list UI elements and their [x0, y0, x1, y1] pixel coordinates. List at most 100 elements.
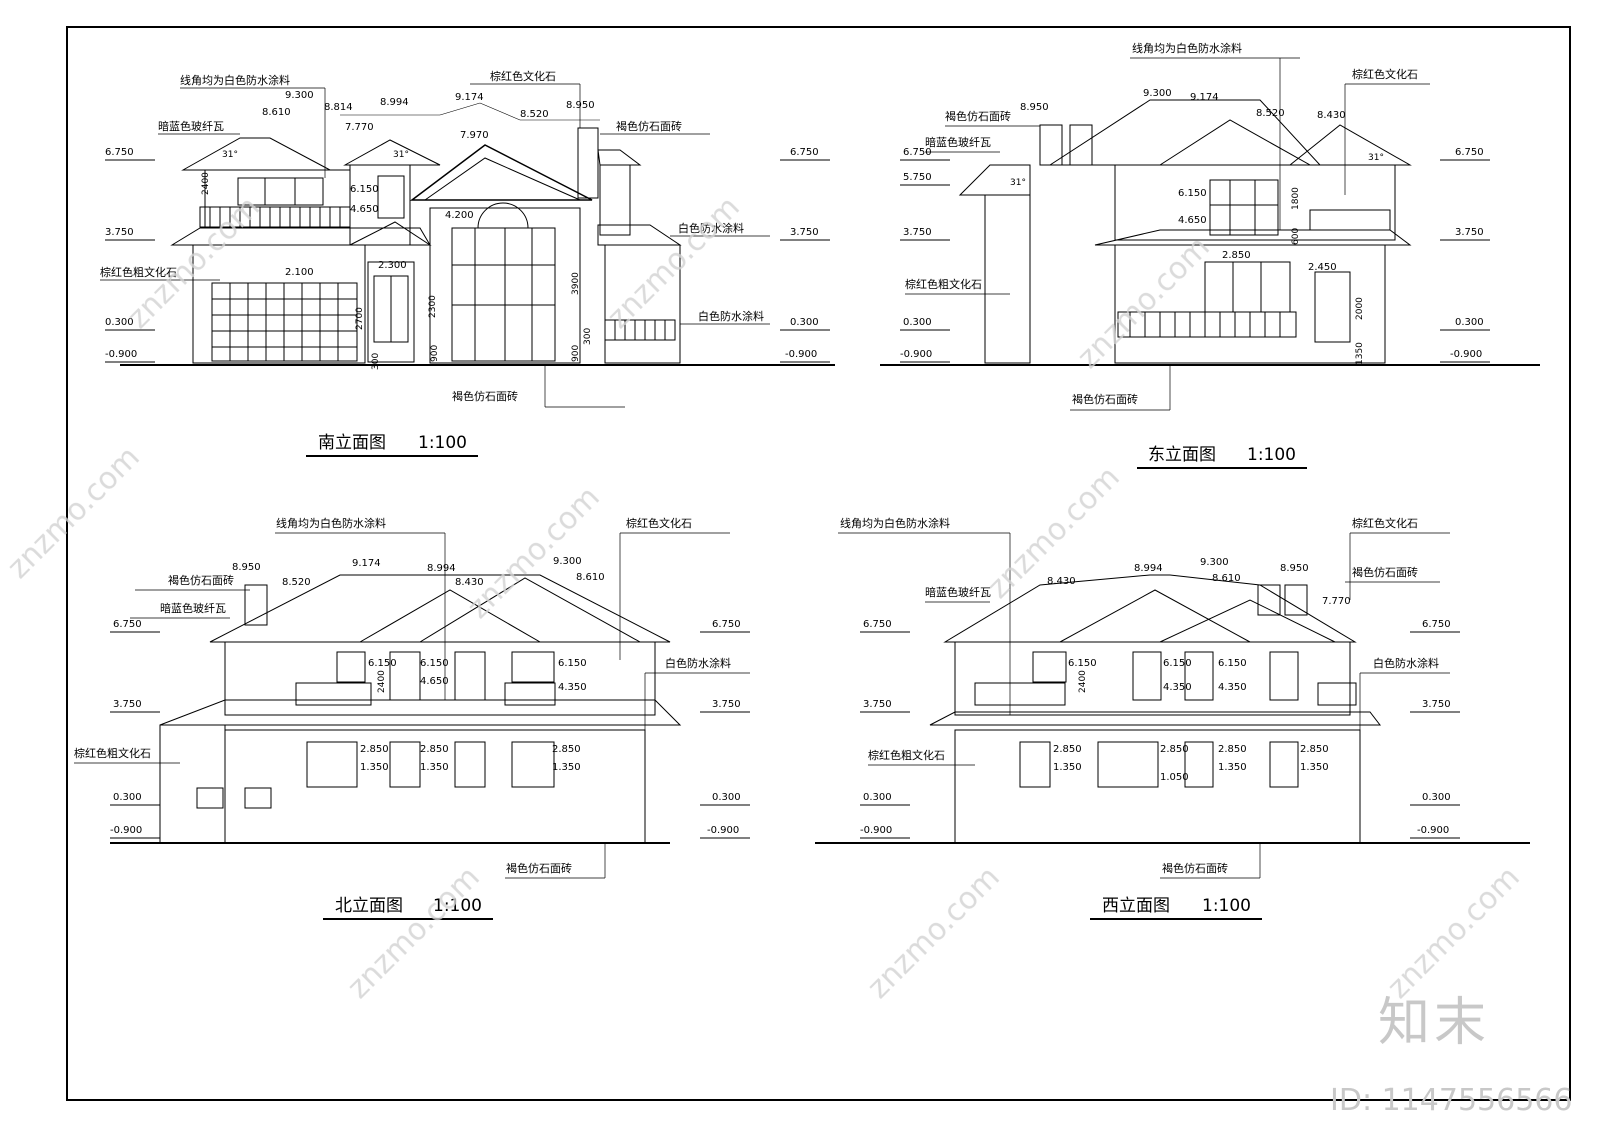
svg-text:8.520: 8.520: [1256, 108, 1285, 119]
svg-text:棕红色粗文化石: 棕红色粗文化石: [74, 746, 151, 760]
svg-text:3900: 3900: [571, 272, 581, 295]
svg-text:8.430: 8.430: [1317, 110, 1346, 121]
arched-window: [477, 202, 529, 229]
north-elevation: 6.750 3.750 0.300 -0.900 6.750 3.750 0.3…: [74, 516, 750, 920]
svg-text:褐色仿石面砖: 褐色仿石面砖: [506, 861, 572, 875]
svg-text:-0.900: -0.900: [1450, 349, 1482, 360]
svg-text:褐色仿石面砖: 褐色仿石面砖: [1352, 565, 1418, 579]
balcony-left: [295, 682, 372, 706]
svg-text:9.174: 9.174: [1190, 92, 1219, 103]
svg-text:线角均为白色防水涂料: 线角均为白色防水涂料: [1132, 41, 1242, 55]
view-title: 南立面图: [318, 433, 386, 453]
svg-text:900: 900: [430, 345, 440, 362]
east-elevation: 6.750 5.750 3.750 0.300 -0.900 6.750 3.7…: [880, 41, 1540, 469]
svg-text:8.610: 8.610: [576, 572, 605, 583]
svg-text:6.150: 6.150: [420, 658, 449, 669]
svg-text:2.850: 2.850: [1053, 744, 1082, 755]
side-wall: [984, 194, 1031, 364]
side-stair-wall: [159, 724, 226, 844]
right-wing: [604, 244, 681, 364]
svg-text:8.814: 8.814: [324, 102, 353, 113]
svg-text:2.100: 2.100: [285, 267, 314, 278]
id-watermark: ID: 1147556566: [1330, 1083, 1573, 1118]
side-door: [1314, 271, 1351, 343]
svg-text:5.750: 5.750: [903, 172, 932, 183]
svg-text:3.750: 3.750: [113, 699, 142, 710]
svg-text:7.770: 7.770: [1322, 596, 1351, 607]
svg-text:0.300: 0.300: [712, 792, 741, 803]
svg-text:8.994: 8.994: [1134, 563, 1163, 574]
lower-windows: [1019, 741, 1299, 788]
svg-text:3.750: 3.750: [863, 699, 892, 710]
svg-text:6.750: 6.750: [105, 147, 134, 158]
balcony-left: [974, 682, 1066, 706]
svg-text:0.300: 0.300: [903, 317, 932, 328]
svg-text:1.350: 1.350: [1053, 762, 1082, 773]
svg-text:znzmo.com: znzmo.com: [1, 440, 147, 586]
svg-text:8.430: 8.430: [455, 577, 484, 588]
view-title: 西立面图: [1102, 896, 1170, 916]
svg-text:6.750: 6.750: [903, 147, 932, 158]
svg-text:3.750: 3.750: [712, 699, 741, 710]
view-scale: 1:100: [1247, 445, 1296, 465]
main-roof: [943, 574, 1357, 643]
svg-text:4.650: 4.650: [1178, 215, 1207, 226]
svg-text:0.300: 0.300: [113, 792, 142, 803]
svg-text:6.150: 6.150: [1068, 658, 1097, 669]
svg-text:0.300: 0.300: [1455, 317, 1484, 328]
top-elevations: 9.300 8.610 8.814 7.770 8.994 9.174 7.97…: [262, 90, 600, 141]
svg-text:褐色仿石面砖: 褐色仿石面砖: [452, 389, 518, 403]
top-elevations: 8.950 9.300 9.174 8.520 8.430: [1020, 88, 1346, 121]
svg-text:白色防水涂料: 白色防水涂料: [665, 656, 731, 670]
svg-text:31°: 31°: [1368, 153, 1384, 163]
svg-text:褐色仿石面砖: 褐色仿石面砖: [1072, 392, 1138, 406]
svg-text:6.150: 6.150: [558, 658, 587, 669]
chimney-1: [1257, 584, 1281, 616]
svg-text:棕红色文化石: 棕红色文化石: [626, 516, 692, 530]
view-scale: 1:100: [1202, 896, 1251, 916]
svg-text:2400: 2400: [1078, 670, 1088, 693]
svg-text:线角均为白色防水涂料: 线角均为白色防水涂料: [840, 516, 950, 530]
inner-elevations: 6.150 6.150 6.150 4.350 4.350 2.850 2.85…: [1053, 658, 1329, 783]
balcony-right: [1317, 682, 1357, 706]
svg-text:3.750: 3.750: [790, 227, 819, 238]
watermark-text: znzmo.com: [121, 190, 267, 336]
svg-text:褐色仿石面砖: 褐色仿石面砖: [945, 109, 1011, 123]
svg-text:8.430: 8.430: [1047, 576, 1076, 587]
svg-text:棕红色粗文化石: 棕红色粗文化石: [905, 277, 982, 291]
svg-text:2700: 2700: [355, 307, 365, 330]
svg-text:6.150: 6.150: [368, 658, 397, 669]
svg-text:7.970: 7.970: [460, 130, 489, 141]
svg-text:2.850: 2.850: [1300, 744, 1329, 755]
garage-door-panels: [212, 283, 357, 361]
svg-text:8.610: 8.610: [1212, 573, 1241, 584]
west-elevation: 6.750 3.750 0.300 -0.900 6.750 3.750 0.3…: [815, 516, 1530, 920]
svg-text:0.300: 0.300: [105, 317, 134, 328]
svg-text:9.300: 9.300: [1200, 557, 1229, 568]
svg-text:4.650: 4.650: [350, 204, 379, 215]
svg-text:2.850: 2.850: [1222, 250, 1251, 261]
entry-gable: [409, 144, 593, 201]
level-markers-right: 6.750 3.750 0.300 -0.900: [1410, 619, 1460, 839]
svg-text:白色防水涂料: 白色防水涂料: [1373, 656, 1439, 670]
chimney-2: [1284, 584, 1308, 616]
second-floor: [224, 641, 656, 716]
svg-text:6.750: 6.750: [790, 147, 819, 158]
inner-elevations: 6.150 4.650 4.200 2.100 2.300: [285, 184, 474, 278]
svg-text:31°: 31°: [222, 150, 238, 160]
svg-text:棕红色文化石: 棕红色文化石: [490, 69, 556, 83]
material-notes: 线角均为白色防水涂料 暗蓝色玻纤瓦 棕红色文化石 褐色仿石面砖 白色防水涂料 棕…: [838, 516, 1450, 879]
svg-text:-0.900: -0.900: [900, 349, 932, 360]
svg-text:1.350: 1.350: [1218, 762, 1247, 773]
view-scale: 1:100: [433, 896, 482, 916]
svg-text:褐色仿石面砖: 褐色仿石面砖: [616, 119, 682, 133]
svg-text:9.300: 9.300: [553, 556, 582, 567]
upper-windows: [1032, 651, 1299, 701]
svg-text:31°: 31°: [393, 150, 409, 160]
main-roof: [209, 574, 671, 643]
material-notes: 线角均为白色防水涂料 褐色仿石面砖 暗蓝色玻纤瓦 棕红色文化石 白色防水涂料 棕…: [74, 516, 750, 879]
svg-text:9.300: 9.300: [1143, 88, 1172, 99]
svg-text:4.350: 4.350: [1218, 682, 1247, 693]
svg-text:6.150: 6.150: [350, 184, 379, 195]
